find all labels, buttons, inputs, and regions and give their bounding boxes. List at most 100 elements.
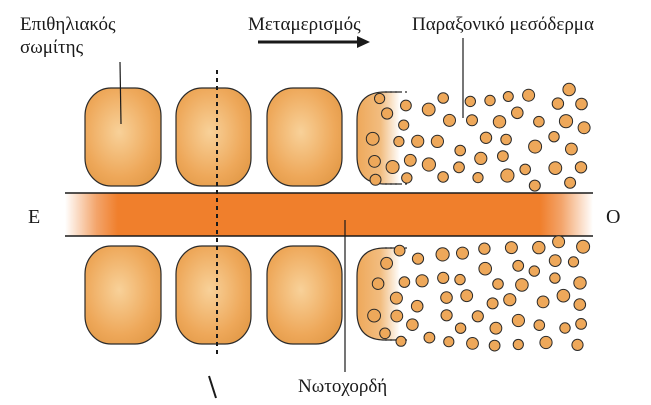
mesoderm-cell xyxy=(411,252,425,265)
mesoderm-cell xyxy=(573,276,587,290)
mesoderm-cell xyxy=(548,254,562,268)
mesoderm-cell xyxy=(577,121,591,135)
mesoderm-cell xyxy=(400,99,412,112)
mesoderm-cell xyxy=(423,331,436,344)
mesoderm-cell xyxy=(454,322,467,334)
mesoderm-cell xyxy=(437,92,450,104)
mesoderm-cell xyxy=(369,173,382,186)
mesoderm-cell xyxy=(380,256,394,270)
mesoderm-cell xyxy=(575,318,587,330)
mesoderm-cell xyxy=(500,168,515,183)
mesoderm-cell xyxy=(464,95,476,108)
mesoderm-cell xyxy=(515,278,529,292)
label-segmentation: Μεταμερισμός xyxy=(248,14,361,35)
mesoderm-cell xyxy=(403,153,417,167)
mesoderm-cell xyxy=(571,338,584,351)
mesoderm-cell xyxy=(421,102,436,117)
somite-top-2 xyxy=(175,87,252,187)
leader-epithelial-somite xyxy=(119,61,122,125)
mesoderm-cell xyxy=(549,272,561,284)
mesoderm-cell xyxy=(440,291,453,304)
somite-top-1 xyxy=(84,87,162,187)
mesoderm-cell xyxy=(511,313,526,328)
mesoderm-cell xyxy=(393,244,406,257)
mesoderm-cell xyxy=(385,160,400,174)
mesoderm-cell xyxy=(443,336,455,348)
mesoderm-cell xyxy=(367,308,382,323)
mesoderm-cell xyxy=(548,131,560,143)
mesoderm-cell xyxy=(573,298,587,311)
mesoderm-cell xyxy=(552,235,566,249)
mesoderm-cell xyxy=(443,113,456,127)
somite-bottom-3 xyxy=(266,245,343,345)
mesoderm-cell xyxy=(406,318,419,332)
mesoderm-cell xyxy=(512,259,525,272)
top-somite-row xyxy=(84,87,408,187)
mesoderm-cell xyxy=(528,139,543,154)
mesoderm-cell xyxy=(460,289,474,303)
mesoderm-cell xyxy=(558,114,574,129)
mesoderm-cell xyxy=(488,339,501,352)
mesoderm-cell xyxy=(395,335,407,347)
mesoderm-cell xyxy=(500,133,512,146)
mesoderm-cell xyxy=(393,135,405,148)
mesoderm-cell xyxy=(411,134,425,148)
mesoderm-cell xyxy=(504,241,518,255)
somite-bottom-1 xyxy=(84,245,162,345)
mesoderm-cell xyxy=(381,107,394,120)
mesoderm-cell xyxy=(492,278,504,290)
mesoderm-cell xyxy=(511,106,524,120)
mesoderm-cell xyxy=(486,297,499,310)
mesoderm-cell xyxy=(440,309,453,322)
stray-mark xyxy=(208,375,217,399)
mesoderm-cell xyxy=(502,91,514,102)
mesoderm-cell xyxy=(489,321,503,335)
mesoderm-cells-top xyxy=(365,82,591,192)
mesoderm-cell xyxy=(539,335,553,350)
mesoderm-cell xyxy=(390,309,404,323)
mesoderm-cell xyxy=(497,150,509,163)
mesoderm-cell xyxy=(575,97,588,111)
mesoderm-cell xyxy=(519,163,532,176)
label-paraxial-mesoderm: Παραξονικό μεσόδερμα xyxy=(412,14,594,35)
mesoderm-cell xyxy=(551,97,565,110)
mesoderm-cell xyxy=(522,88,536,102)
somite-top-3 xyxy=(266,87,343,187)
mesoderm-cell xyxy=(398,119,410,131)
mesoderm-cell xyxy=(564,176,577,189)
mesoderm-cell xyxy=(556,288,571,303)
mesoderm-cell xyxy=(484,94,496,107)
mesoderm-cell xyxy=(466,337,479,350)
mesoderm-cell xyxy=(567,256,580,268)
label-epithelial-somite-line1: Επιθηλιακός xyxy=(20,14,116,35)
somite-bottom-2 xyxy=(175,245,252,345)
mesoderm-cell xyxy=(548,161,563,176)
label-notochord: Νωτοχορδή xyxy=(298,376,387,397)
mesoderm-cell xyxy=(466,114,478,127)
mesoderm-cells-bottom xyxy=(367,235,591,352)
mesoderm-cell xyxy=(371,277,385,291)
mesoderm-cell xyxy=(492,115,507,129)
mesoderm-cell xyxy=(536,295,550,309)
mesoderm-cell xyxy=(415,274,429,288)
mesoderm-cell xyxy=(528,179,541,192)
mesoderm-cell xyxy=(533,319,546,332)
mesoderm-cell xyxy=(472,172,484,184)
mesoderm-cell xyxy=(474,151,488,165)
mesoderm-cell xyxy=(389,291,403,305)
mesoderm-cell xyxy=(437,171,449,183)
mesoderm-cell xyxy=(379,327,391,340)
mesoderm-cell xyxy=(479,131,493,145)
notochord xyxy=(65,192,593,237)
mesoderm-cell xyxy=(471,310,484,323)
mesoderm-cell xyxy=(565,142,578,156)
mesoderm-cell xyxy=(435,247,450,262)
mesoderm-cell xyxy=(478,242,491,255)
mesoderm-cell xyxy=(410,299,424,313)
segmentation-arrow xyxy=(258,36,370,48)
mesoderm-cell xyxy=(574,161,588,174)
mesoderm-cell xyxy=(398,276,411,288)
label-left-end: Ε xyxy=(28,206,40,228)
